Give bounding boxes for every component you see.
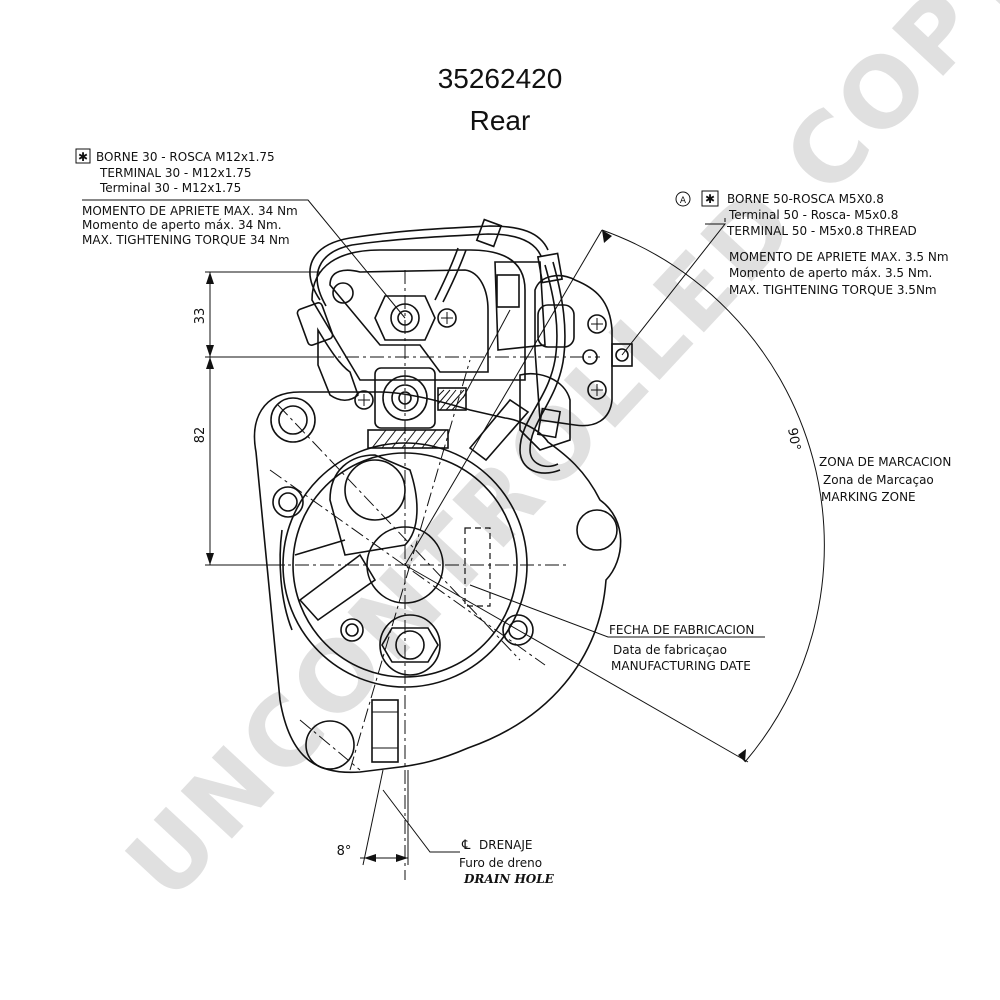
- dimension-8-label: 8°: [337, 844, 352, 859]
- mounting-flange: [253, 391, 622, 774]
- terminal-50-circle-label: A: [680, 196, 687, 206]
- dimension-33-label: 33: [193, 308, 208, 325]
- terminal-30-callout: ✱ BORNE 30 - ROSCA M12x1.75 TERMINAL 30 …: [75, 148, 298, 247]
- dimension-33: 33: [193, 271, 320, 358]
- asterisk-box-icon: [701, 190, 719, 207]
- housing-bolts: [272, 486, 534, 676]
- date-marking-area: [464, 527, 491, 607]
- terminal-50-block: [468, 252, 633, 474]
- terminal-50-torque-2: Momento de aperto máx. 3.5 Nm.: [729, 266, 932, 280]
- manufacturing-date-line-3: MANUFACTURING DATE: [611, 659, 751, 673]
- terminal-30-line-1: BORNE 30 - ROSCA M12x1.75: [96, 150, 275, 164]
- drain-hole-line-3: DRAIN HOLE: [463, 872, 555, 886]
- terminal-30-torque-1: MOMENTO DE APRIETE MAX. 34 Nm: [82, 204, 298, 218]
- circle-a-icon: [675, 191, 691, 207]
- drain-hole-line-1: DRENAJE: [479, 838, 532, 852]
- terminal-30-line-3: Terminal 30 - M12x1.75: [99, 181, 241, 195]
- terminal-50-torque-3: MAX. TIGHTENING TORQUE 3.5Nm: [729, 283, 937, 297]
- terminal-50-torque-1: MOMENTO DE APRIETE MAX. 3.5 Nm: [729, 250, 949, 264]
- dimension-8-degrees: 8°: [337, 769, 409, 866]
- terminal-30-line-2: TERMINAL 30 - M12x1.75: [99, 166, 252, 180]
- drain-tube: [371, 699, 399, 763]
- manufacturing-date-callout: FECHA DE FABRICACION Data de fabricaçao …: [609, 623, 754, 673]
- wire-harness: [309, 218, 549, 307]
- centerline-symbol: ℄: [461, 838, 471, 853]
- terminal-30-symbol: ✱: [78, 150, 88, 164]
- dimension-82-label: 82: [193, 427, 208, 444]
- view-label: Rear: [470, 105, 531, 136]
- terminal-50-line-3: TERMINAL 50 - M5x0.8 THREAD: [726, 224, 917, 238]
- leader-lines: [82, 199, 765, 853]
- part-number-title: 35262420: [438, 63, 563, 94]
- marking-zone-line-2: Zona de Marcaçao: [823, 473, 934, 487]
- marking-zone-callout: ZONA DE MARCACION Zona de Marcaçao MARKI…: [819, 455, 951, 504]
- dimension-82: 82: [193, 357, 285, 566]
- terminal-50-line-1: BORNE 50-ROSCA M5X0.8: [727, 192, 884, 206]
- terminal-30-torque-2: Momento de aperto máx. 34 Nm.: [82, 218, 282, 232]
- dimension-90-label: 90°: [784, 427, 803, 452]
- drain-hole-callout: ℄ DRENAJE Furo de dreno DRAIN HOLE: [459, 838, 555, 886]
- asterisk-box-icon: [75, 148, 91, 164]
- terminal-50-line-2: Terminal 50 - Rosca- M5x0.8: [728, 208, 898, 222]
- manufacturing-date-line-1: FECHA DE FABRICACION: [609, 623, 754, 637]
- terminal-30-torque-3: MAX. TIGHTENING TORQUE 34 Nm: [82, 233, 290, 247]
- center-lines: [269, 270, 600, 880]
- terminal-50-callout: A ✱ BORNE 50-ROSCA M5X0.8 Terminal 50 - …: [675, 190, 949, 297]
- terminal-50-symbol: ✱: [705, 192, 715, 206]
- dimension-90-arc: 90°: [404, 229, 825, 763]
- marking-zone-line-1: ZONA DE MARCACION: [819, 455, 951, 469]
- manufacturing-date-line-2: Data de fabricaçao: [613, 643, 727, 657]
- marking-zone-line-3: MARKING ZONE: [821, 490, 916, 504]
- drain-hole-line-2: Furo de dreno: [459, 856, 542, 870]
